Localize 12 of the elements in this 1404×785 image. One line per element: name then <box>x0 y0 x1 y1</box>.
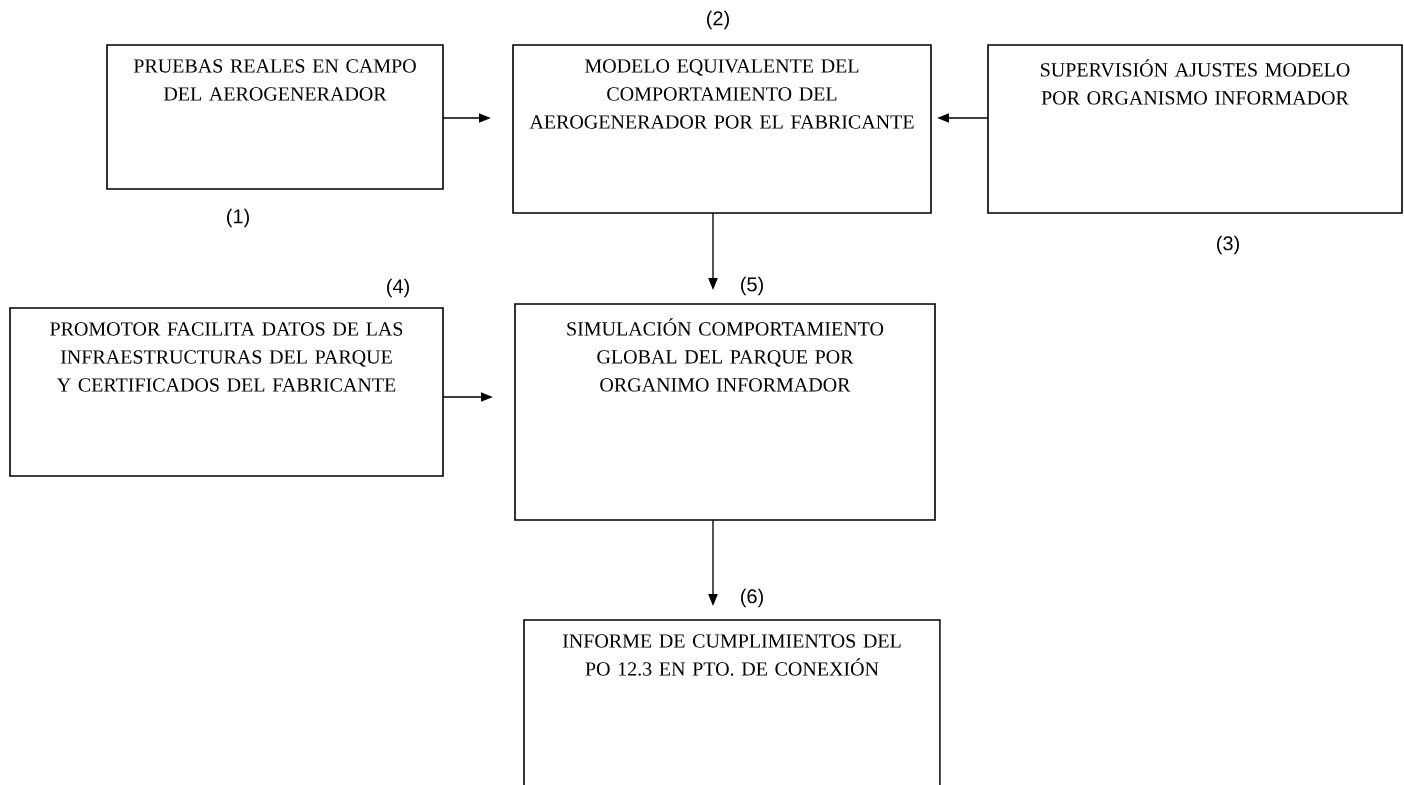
process-box: PROMOTOR FACILITA DATOS DE LAS INFRAESTRUCTURAS DEL PARQUE Y CERTIFICADOS DEL FABRICANTE <box>9 307 444 477</box>
process-box: INFORME DE CUMPLIMIENTOS DEL PO 12.3 EN PTO. DE CONEXIÓN <box>523 619 941 785</box>
process-box: SUPERVISIÓN AJUSTES MODELO POR ORGANISMO INFORMADOR <box>987 44 1403 214</box>
process-box: MODELO EQUIVALENTE DEL COMPORTAMIENTO DEL AEROGENERADOR POR EL FABRICANTE <box>512 44 932 214</box>
process-box: PRUEBAS REALES EN CAMPO DEL AEROGENERADOR <box>106 44 444 190</box>
process-box: SIMULACIÓN COMPORTAMIENTO GLOBAL DEL PARQUE POR ORGANIMO INFORMADOR <box>514 303 936 521</box>
step-number: (4) <box>387 278 409 298</box>
step-number: (5) <box>741 276 763 296</box>
step-number: (2) <box>707 10 729 30</box>
step-number: (1) <box>227 208 249 228</box>
step-number: (6) <box>741 588 763 608</box>
step-number: (3) <box>1217 235 1239 255</box>
